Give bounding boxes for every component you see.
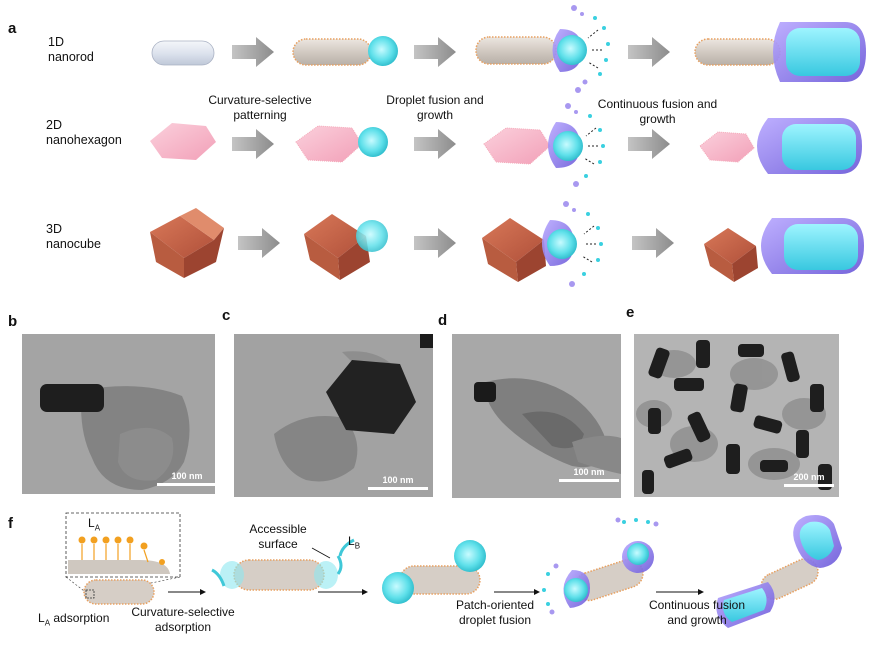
panel-label-c: c [222, 307, 231, 324]
panel-a-schematic [150, 5, 866, 287]
panel-label-b: b [8, 313, 18, 330]
tem-image-d: 100 nm [452, 334, 621, 498]
tem-image-e: 200 nm [634, 334, 839, 497]
row2-grown-hexagon [699, 118, 862, 174]
scale-bar-c-label: 100 nm [382, 475, 414, 485]
panel-f-arrow-2 [318, 589, 368, 595]
patch-line2: droplet fusion [458, 613, 532, 627]
row-label-1d-line2: nanorod [48, 50, 94, 64]
scale-bar-e: 200 nm [784, 472, 834, 487]
tem-image-b: 100 nm [22, 334, 215, 494]
step-label-continuous-fusion-line2: growth [639, 112, 676, 126]
rod-curvature-selective [211, 538, 355, 591]
ligand-inset [65, 512, 181, 595]
step-label-droplet-fusion-line1: Droplet fusion and [386, 93, 484, 107]
row2-arrow-2 [414, 129, 456, 159]
rod-continuous-growth [716, 515, 842, 628]
step-label-droplet-fusion-line2: growth [416, 108, 454, 122]
tem-image-c: 100 nm [234, 334, 433, 497]
step-label-patterning: Curvature-selective patterning [200, 93, 320, 123]
ligand-a-subscript: A [94, 523, 101, 533]
curvature-selective-adsorption-label: Curvature-selective adsorption [128, 605, 238, 635]
accessible-line1: Accessible [249, 522, 307, 536]
row-label-3d: 3D nanocube [46, 222, 101, 252]
panel-label-e: e [626, 304, 635, 321]
growth-line1: Continuous fusion [648, 598, 746, 612]
accessible-line2: surface [258, 537, 298, 551]
row1-fusing-rod [475, 5, 610, 93]
row1-bare-nanorod [151, 40, 215, 66]
row2-arrow-1 [232, 129, 274, 159]
scale-bar-d: 100 nm [559, 467, 619, 482]
la-adsorption-letter: L [38, 611, 45, 625]
rod-with-droplets [382, 540, 486, 604]
panel-f-arrow-1 [168, 589, 206, 595]
step-label-patterning-line2: patterning [233, 108, 287, 122]
scale-bar-b-label: 100 nm [171, 471, 203, 481]
ligand-b-subscript: B [354, 541, 361, 551]
scale-bar-c: 100 nm [368, 475, 428, 490]
step-label-droplet-fusion: Droplet fusion and growth [375, 93, 495, 123]
growth-line2: and growth [667, 613, 727, 627]
row3-grown-cube [704, 218, 864, 282]
panel-f-arrow-4 [656, 589, 704, 595]
row2-patterned-hexagon [295, 125, 388, 163]
row1-arrow-2 [414, 37, 456, 67]
ligand-a-label: LA [88, 516, 100, 532]
row-label-1d: 1D nanorod [48, 35, 94, 65]
ligand-a-letter: L [88, 516, 95, 530]
row2-bare-hexagon [150, 123, 216, 160]
rod-ligand-adsorbed [83, 579, 155, 605]
ligand-b-label: LB [348, 534, 360, 550]
row-label-3d-line2: nanocube [46, 237, 101, 251]
la-adsorption-subscript: A [44, 618, 51, 628]
panel-label-d: d [438, 312, 448, 329]
row-label-2d: 2D nanohexagon [46, 118, 122, 148]
panel-label-f: f [8, 515, 13, 532]
la-adsorption-label: LA adsorption [38, 611, 138, 630]
row1-grown-rod [694, 22, 866, 82]
patch-oriented-fusion-label: Patch-oriented droplet fusion [440, 598, 550, 628]
scale-bar-e-label: 200 nm [793, 472, 825, 482]
row3-patterned-cube [304, 214, 388, 280]
row-label-1d-line1: 1D [48, 35, 64, 49]
curvature-line2: adsorption [154, 620, 212, 634]
scale-bar-b: 100 nm [157, 471, 215, 486]
step-label-continuous-fusion-line1: Continuous fusion and [597, 97, 718, 111]
row3-bare-cube [150, 208, 224, 278]
ligand-b-letter: L [348, 534, 355, 548]
curvature-line1: Curvature-selective [131, 605, 235, 619]
panel-f-arrow-3 [494, 589, 540, 595]
row3-arrow-2 [414, 228, 456, 258]
row-label-2d-line2: nanohexagon [46, 133, 122, 147]
scale-bar-d-label: 100 nm [573, 467, 605, 477]
step-label-continuous-fusion: Continuous fusion and growth [585, 97, 730, 127]
continuous-fusion-growth-label: Continuous fusion and growth [642, 598, 752, 628]
row-label-2d-line1: 2D [46, 118, 62, 132]
row1-arrow-1 [232, 37, 274, 67]
row3-arrow-3 [632, 228, 674, 258]
accessible-surface-label: Accessible surface [238, 522, 318, 552]
rod-patch-fusion [542, 517, 659, 615]
row1-arrow-3 [628, 37, 670, 67]
la-adsorption-rest: adsorption [50, 611, 110, 625]
row2-fusing-hexagon [483, 103, 605, 187]
row-label-3d-line1: 3D [46, 222, 62, 236]
row1-patterned-rod [292, 36, 398, 66]
panel-label-a: a [8, 20, 17, 37]
row3-arrow-1 [238, 228, 280, 258]
row2-arrow-3 [628, 129, 670, 159]
step-label-patterning-line1: Curvature-selective [208, 93, 312, 107]
patch-line1: Patch-oriented [455, 598, 535, 612]
row3-fusing-cube [482, 201, 603, 287]
